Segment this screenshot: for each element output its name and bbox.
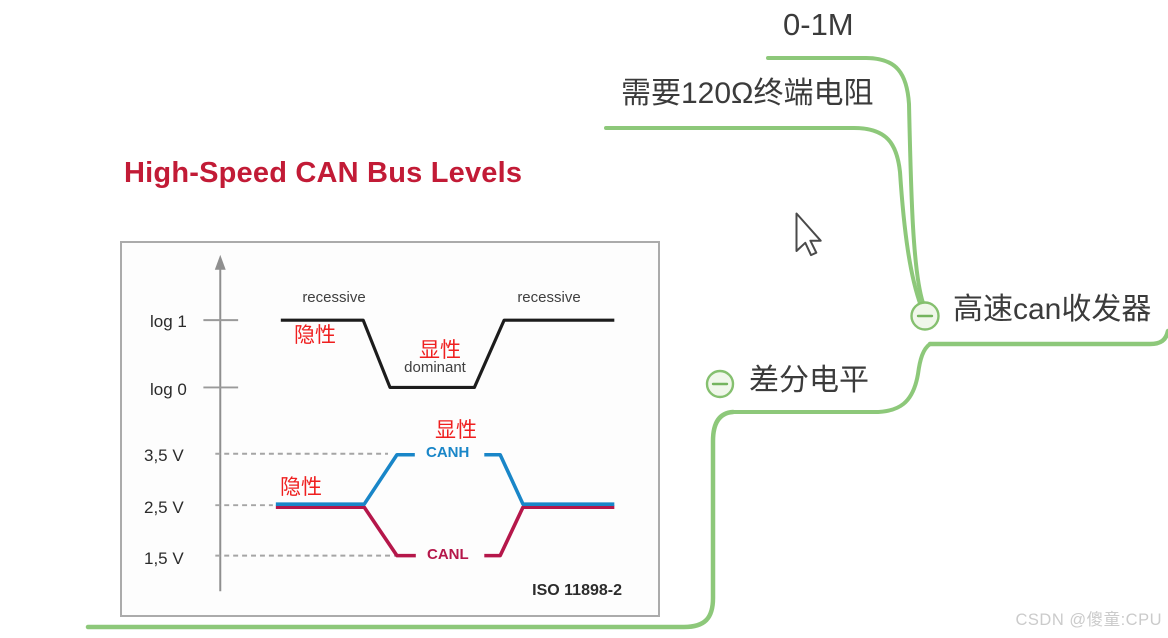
collapse-minus-icon[interactable] [910, 301, 940, 331]
node-terminal-resistor[interactable]: 需要120Ω终端电阻 [621, 77, 874, 110]
watermark: CSDN @傻童:CPU [1015, 611, 1162, 629]
branch-differential-line [731, 342, 932, 414]
log0-label: log 0 [150, 380, 187, 399]
voltage-3-5-label: 3,5 V [144, 446, 184, 465]
collapse-minus-icon[interactable] [705, 369, 735, 399]
canh-signal-line [275, 452, 615, 506]
branch-resistor-line [604, 126, 923, 308]
canh-label: CANH [426, 444, 470, 461]
dominant-zh-annotation-bottom: 显性 [435, 419, 477, 442]
node-differential-level[interactable]: 差分电平 [749, 364, 869, 397]
can-bus-levels-figure[interactable]: log 1 log 0 recessive dominant recessive… [120, 241, 660, 617]
recessive-zh-annotation-bottom: 隐性 [280, 476, 322, 499]
dominant-zh-annotation-top: 显性 [419, 339, 461, 362]
node-speed-0-1m[interactable]: 0-1M [783, 7, 854, 42]
mouse-cursor-icon [795, 212, 822, 257]
log1-label: log 1 [150, 312, 187, 331]
figure-title: High-Speed CAN Bus Levels [124, 157, 523, 189]
branch-transceiver-underline [927, 328, 1168, 347]
dominant-label: dominant [404, 359, 466, 376]
recessive-right-label: recessive [517, 289, 581, 306]
recessive-left-label: recessive [302, 289, 366, 306]
can-bus-levels-plot [203, 254, 615, 592]
voltage-1-5-label: 1,5 V [144, 549, 184, 568]
iso-standard-label: ISO 11898-2 [532, 582, 622, 599]
branch-speed-line [766, 56, 925, 305]
axis-arrow-icon [214, 254, 226, 270]
logic-signal-line [280, 318, 615, 390]
branch-image-line [85, 409, 736, 630]
canl-label: CANL [427, 546, 469, 563]
node-high-speed-transceiver[interactable]: 高速can收发器 [953, 293, 1152, 326]
voltage-2-5-label: 2,5 V [144, 498, 184, 517]
canl-signal-line [275, 505, 615, 558]
recessive-zh-annotation-top: 隐性 [294, 324, 336, 347]
